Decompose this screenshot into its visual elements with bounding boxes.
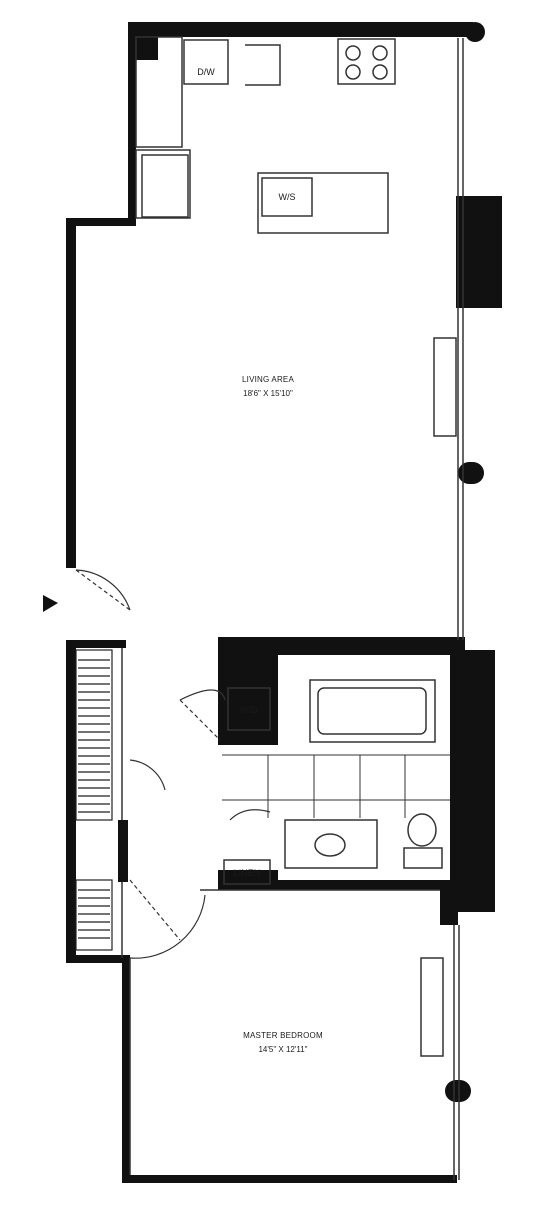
doors <box>75 569 271 959</box>
linen-label: LINEN <box>234 868 261 878</box>
closet-shelving <box>75 649 113 951</box>
wall-bedroom-bottom <box>122 1175 457 1183</box>
dishwasher-label: D/W <box>197 67 215 77</box>
window-lines <box>121 36 464 1180</box>
bathtub <box>309 679 436 743</box>
bedroom-dims: 14'5" X 12'11" <box>258 1045 307 1054</box>
kitchen-island <box>257 172 389 234</box>
stove <box>337 38 396 85</box>
wall-top <box>128 22 473 37</box>
dishwasher <box>183 39 229 85</box>
toilet <box>403 847 443 869</box>
bedroom-label: MASTER BEDROOM <box>243 1031 323 1040</box>
washer-dryer-label: W/D <box>240 705 258 715</box>
wall-kitchen-left <box>128 22 136 220</box>
wall-bedroom-left <box>122 958 130 1183</box>
kitchen-counter <box>135 36 183 148</box>
washer-sink-label: W/S <box>279 192 296 202</box>
living-area-dims: 18'6" X 15'10" <box>243 389 293 398</box>
linen-closet <box>223 859 271 885</box>
vanity <box>284 819 378 869</box>
tile-floor <box>222 754 450 818</box>
bathroom-core <box>218 637 495 925</box>
living-area-label: LIVING AREA <box>242 375 294 384</box>
washer-dryer <box>227 687 271 731</box>
wall-living-left <box>66 218 136 226</box>
walls <box>66 22 502 1183</box>
entry-arrow <box>43 595 58 612</box>
